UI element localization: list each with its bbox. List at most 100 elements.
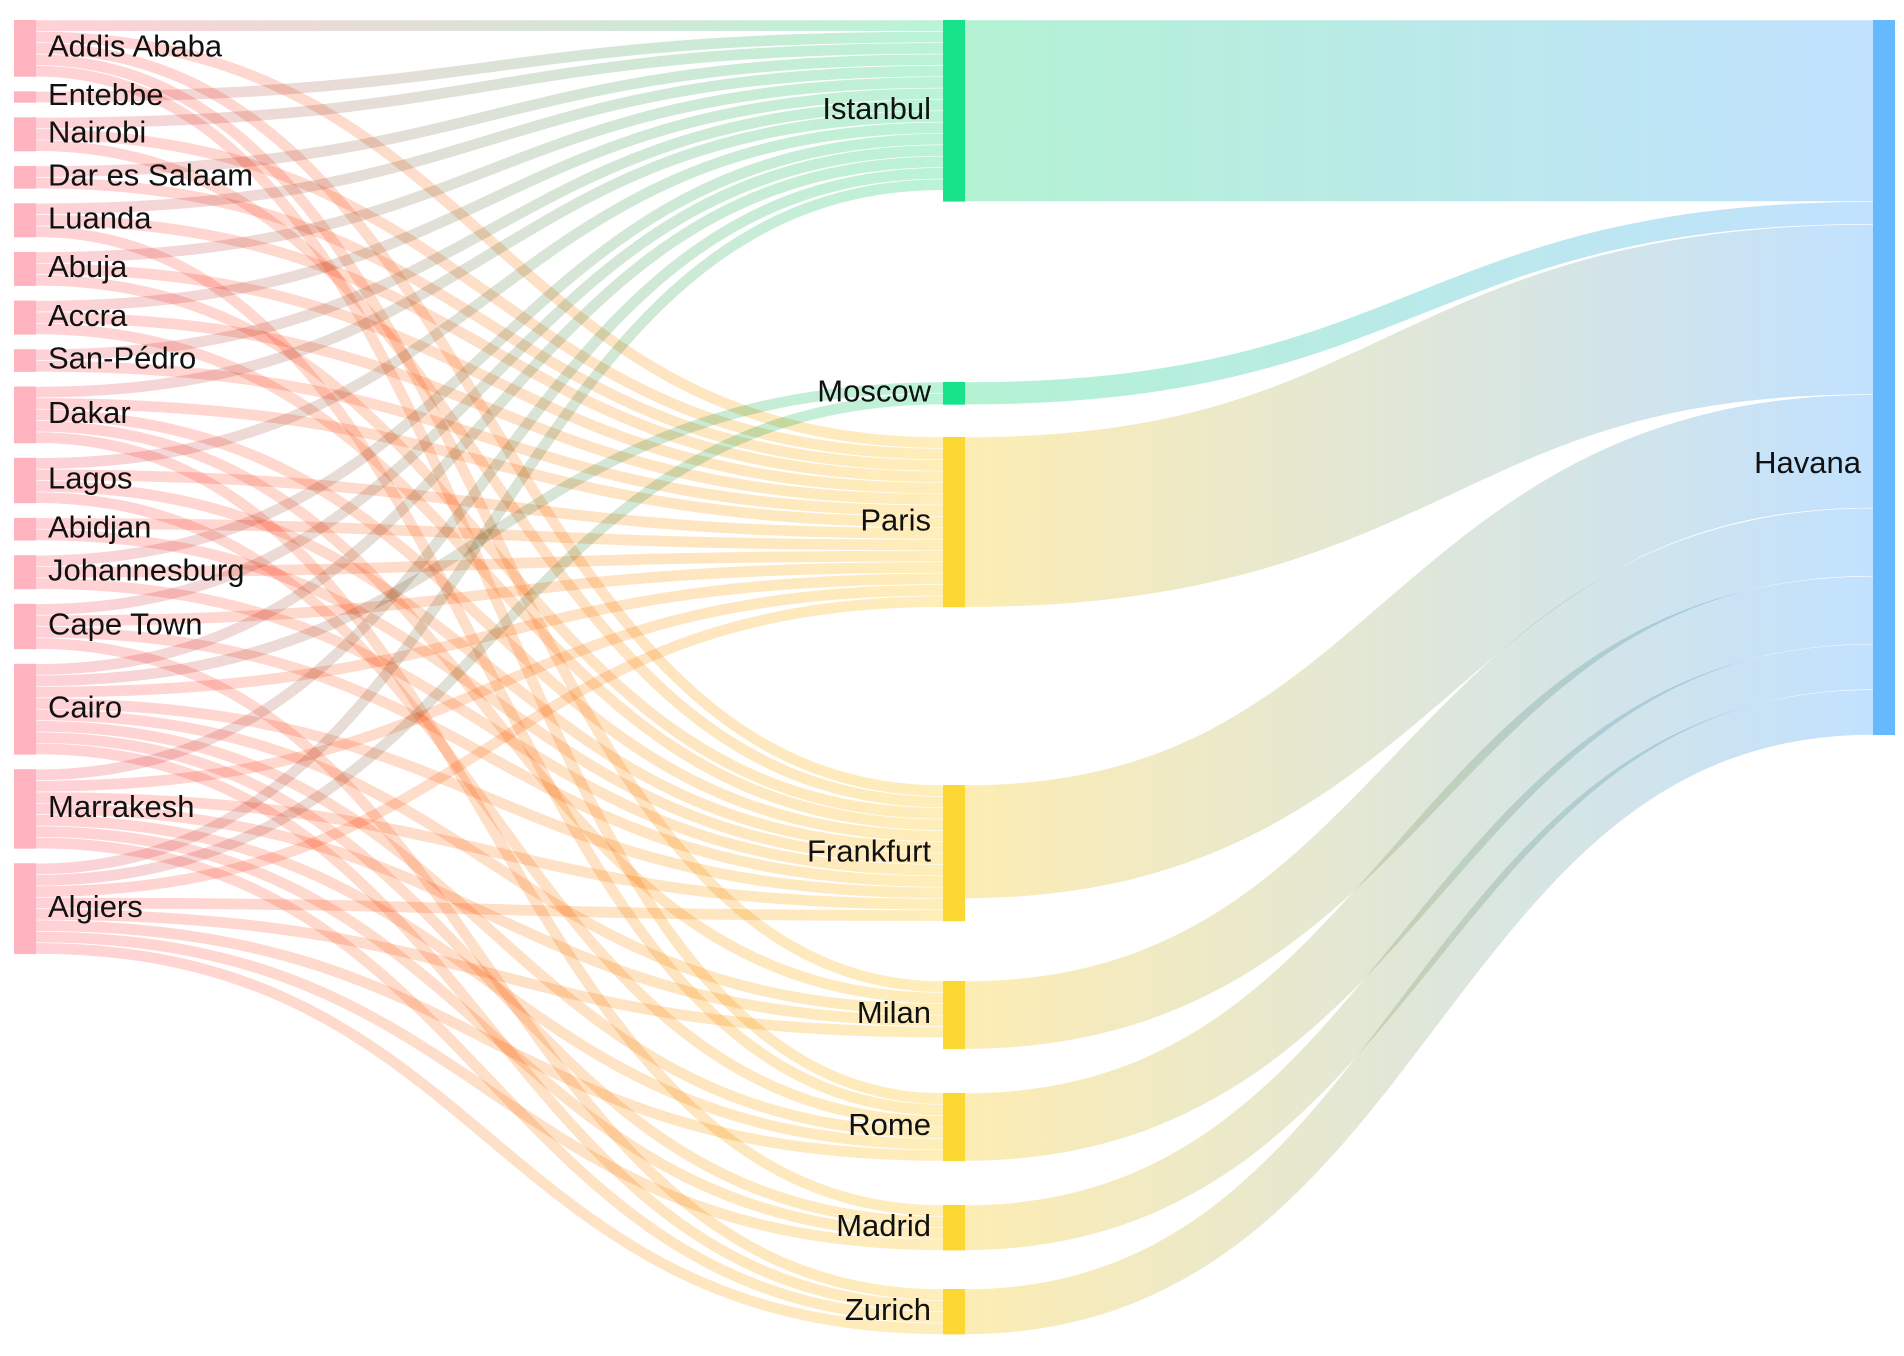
link-algiers-to-frankfurt[interactable] [35,897,944,921]
node-label-luanda: Luanda [48,200,152,235]
node-label-abuja: Abuja [48,249,128,284]
link-abuja-to-frankfurt[interactable] [35,274,944,819]
link-lagos-to-paris[interactable] [35,469,944,539]
link-madrid-to-havana[interactable] [964,644,1874,1251]
node-rome[interactable] [943,1093,965,1162]
node-label-havana: Havana [1754,445,1862,480]
node-dar-es-salaam[interactable] [14,165,36,189]
link-addis-ababa-to-rome[interactable] [35,65,944,1105]
link-lagos-to-frankfurt[interactable] [35,480,944,853]
node-milan[interactable] [943,981,965,1050]
link-cairo-to-rome[interactable] [35,720,944,1139]
node-cairo[interactable] [14,663,36,755]
node-label-abidjan: Abidjan [48,509,151,544]
link-algiers-to-milan[interactable] [35,908,944,1038]
link-dakar-to-milan[interactable] [35,420,944,1004]
node-label-johannesburg: Johannesburg [48,552,245,587]
links-layer [35,20,1874,1335]
node-algiers[interactable] [14,863,36,955]
node-label-milan: Milan [857,995,931,1030]
node-johannesburg[interactable] [14,555,36,590]
node-label-zurich: Zurich [845,1292,931,1327]
link-cairo-to-istanbul[interactable] [35,156,944,675]
node-label-dar-es-salaam: Dar es Salaam [48,157,253,192]
node-addis-ababa[interactable] [14,20,36,77]
node-luanda[interactable] [14,203,36,238]
link-accra-to-istanbul[interactable] [35,88,944,312]
node-accra[interactable] [14,300,36,335]
link-cairo-to-milan[interactable] [35,709,944,1015]
link-nairobi-to-istanbul[interactable] [35,43,944,129]
link-rome-to-havana[interactable] [964,576,1874,1161]
link-marrakesh-to-istanbul[interactable] [35,167,944,781]
node-label-lagos: Lagos [48,461,132,496]
node-label-entebbe: Entebbe [48,77,164,112]
node-san-p-dro[interactable] [14,349,36,372]
node-frankfurt[interactable] [943,785,965,922]
node-nairobi[interactable] [14,117,36,152]
link-johannesburg-to-istanbul[interactable] [35,133,944,567]
link-marrakesh-to-frankfurt[interactable] [35,792,944,910]
node-entebbe[interactable] [14,91,36,103]
node-lagos[interactable] [14,457,36,504]
node-abidjan[interactable] [14,517,36,541]
link-algiers-to-paris[interactable] [35,596,944,897]
link-cape-town-to-frankfurt[interactable] [35,626,944,887]
node-istanbul[interactable] [943,20,965,202]
link-abidjan-to-frankfurt[interactable] [35,529,944,865]
node-marrakesh[interactable] [14,769,36,849]
node-label-moscow: Moscow [817,374,931,409]
link-dakar-to-paris[interactable] [35,398,944,528]
link-lagos-to-istanbul[interactable] [35,122,944,469]
node-dakar[interactable] [14,386,36,444]
node-zurich[interactable] [943,1289,965,1335]
link-algiers-to-istanbul[interactable] [35,179,944,875]
link-addis-ababa-to-paris[interactable] [35,31,944,449]
link-paris-to-havana[interactable] [964,224,1874,607]
node-label-cairo: Cairo [48,689,122,724]
link-frankfurt-to-havana[interactable] [964,394,1874,899]
link-moscow-to-havana[interactable] [964,201,1874,405]
link-abuja-to-istanbul[interactable] [35,77,944,263]
node-label-paris: Paris [860,502,931,537]
link-algiers-to-rome[interactable] [35,920,944,1161]
node-label-accra: Accra [48,298,128,333]
nodes-layer [14,20,1895,1335]
node-paris[interactable] [943,437,965,608]
link-marrakesh-to-paris[interactable] [35,584,944,792]
node-label-rome: Rome [848,1107,931,1142]
node-label-nairobi: Nairobi [48,115,146,150]
link-accra-to-frankfurt[interactable] [35,323,944,831]
link-dakar-to-istanbul[interactable] [35,111,944,398]
link-johannesburg-to-paris[interactable] [35,550,944,578]
link-luanda-to-istanbul[interactable] [35,65,944,215]
link-cape-town-to-istanbul[interactable] [35,145,944,615]
link-dar-es-salaam-to-istanbul[interactable] [35,54,944,177]
link-algiers-to-moscow[interactable] [35,393,944,886]
link-zurich-to-havana[interactable] [964,689,1874,1335]
link-entebbe-to-istanbul[interactable] [35,31,944,103]
node-label-marrakesh: Marrakesh [48,789,194,824]
node-havana[interactable] [1873,20,1895,736]
link-johannesburg-to-frankfurt[interactable] [35,578,944,876]
node-madrid[interactable] [943,1205,965,1251]
node-label-addis-ababa: Addis Ababa [48,29,223,64]
link-algiers-to-madrid[interactable] [35,931,944,1251]
link-marrakesh-to-rome[interactable] [35,814,944,1150]
link-algiers-to-zurich[interactable] [35,943,944,1335]
node-label-frankfurt: Frankfurt [807,833,931,868]
node-label-dakar: Dakar [48,395,131,430]
link-cape-town-to-paris[interactable] [35,562,944,627]
link-cairo-to-frankfurt[interactable] [35,698,944,899]
node-cape-town[interactable] [14,603,36,650]
link-marrakesh-to-milan[interactable] [35,803,944,1027]
link-san-p-dro-to-istanbul[interactable] [35,99,944,361]
link-milan-to-havana[interactable] [964,508,1874,1049]
node-abuja[interactable] [14,251,36,286]
node-label-algiers: Algiers [48,889,143,924]
link-dakar-to-madrid[interactable] [35,432,944,1217]
node-moscow[interactable] [943,382,965,405]
node-label-istanbul: Istanbul [822,91,931,126]
